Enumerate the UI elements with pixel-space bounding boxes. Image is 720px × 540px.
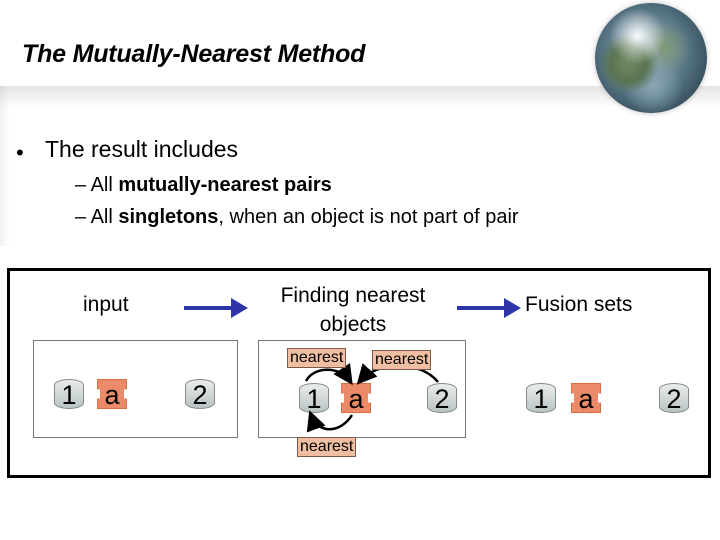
arrow-1-to-a — [304, 362, 353, 386]
object-2: 2 — [427, 383, 457, 414]
object-2: 2 — [659, 383, 689, 414]
object-a: a — [97, 379, 127, 409]
nearest-label: nearest — [297, 437, 357, 457]
step-finding-heading: Finding nearest objects — [280, 284, 426, 336]
sub-bullet-singletons: – All singletons, when an object is not … — [75, 206, 519, 229]
sub-lead: All — [90, 174, 119, 196]
object-a: a — [571, 383, 601, 413]
sub-dash: – — [75, 174, 87, 196]
bullet-dot: • — [16, 140, 24, 165]
object-2: 2 — [185, 379, 215, 410]
right-arrow-icon — [184, 298, 248, 318]
right-arrow-icon — [457, 298, 521, 318]
sub-rest: , when an object is not part of pair — [218, 206, 519, 228]
object-1: 1 — [54, 379, 84, 410]
slide-title: The Mutually-Nearest Method — [22, 40, 366, 68]
title-bar-shadow — [0, 86, 720, 108]
object-1: 1 — [526, 383, 556, 414]
object-1: 1 — [299, 383, 329, 414]
side-shadow — [0, 86, 10, 246]
nearest-label: nearest — [372, 350, 432, 370]
sub-lead: All — [90, 206, 119, 228]
sub-bold: singletons — [118, 206, 219, 228]
step-fusion-heading: Fusion sets — [525, 293, 633, 316]
sub-dash: – — [75, 206, 87, 228]
bullet-main: The result includes — [45, 136, 239, 162]
step-input-heading: input — [83, 293, 129, 316]
object-a: a — [341, 383, 371, 413]
arrow-a-to-1 — [306, 410, 354, 433]
sub-bold: mutually-nearest pairs — [118, 174, 332, 196]
sub-bullet-pairs: – All mutually-nearest pairs — [75, 174, 332, 197]
globe-icon — [595, 3, 707, 113]
nearest-label: nearest — [287, 348, 347, 368]
